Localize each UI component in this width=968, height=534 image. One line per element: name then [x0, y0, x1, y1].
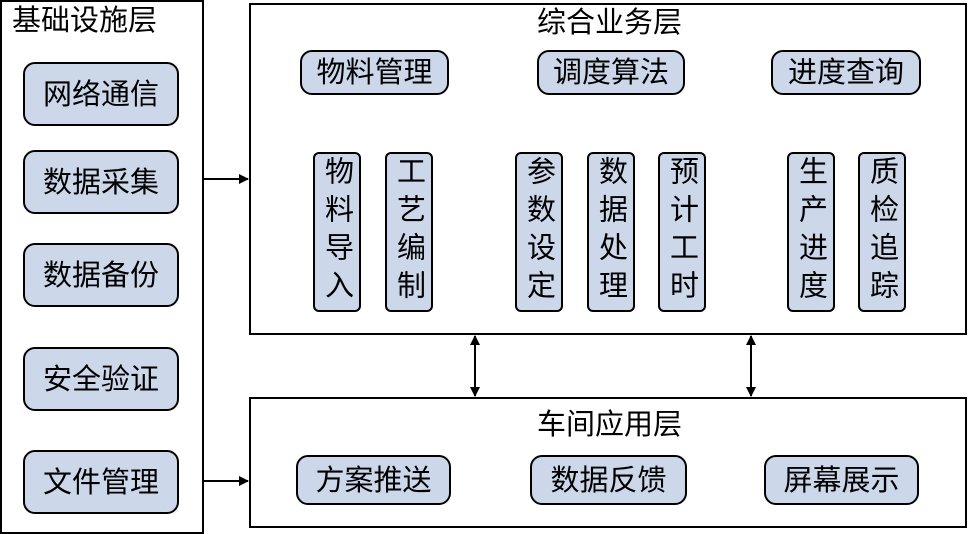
infra-item-data-collection: 数据采集 [23, 150, 179, 214]
sub-data-processing: 数据处理 [587, 152, 635, 312]
sub-production-progress: 生产进度 [787, 152, 835, 312]
workshop-item-screen-display: 屏幕展示 [764, 455, 919, 505]
business-group-progress: 进度查询 [771, 50, 921, 95]
workshop-title: 车间应用层 [537, 407, 683, 441]
infra-item-data-backup: 数据备份 [23, 243, 179, 307]
infra-item-file-management: 文件管理 [23, 450, 179, 514]
business-group-materials: 物料管理 [300, 50, 449, 95]
sub-data-processing-label: 数据处理 [594, 156, 629, 308]
workshop-item-data-feedback: 数据反馈 [530, 455, 687, 505]
sub-production-progress-label: 生产进度 [794, 156, 829, 308]
infra-item-network: 网络通信 [23, 62, 179, 126]
sub-parameter-setting-label: 参数设定 [522, 156, 557, 308]
sub-quality-tracking-label: 质检追踪 [865, 156, 900, 308]
business-group-scheduling: 调度算法 [537, 50, 685, 95]
sub-materials-import-label: 物料导入 [320, 156, 355, 308]
business-title: 综合业务层 [537, 5, 683, 39]
sub-estimated-hours: 预计工时 [658, 152, 706, 312]
sub-parameter-setting: 参数设定 [515, 152, 563, 312]
sub-process-planning: 工艺编制 [385, 152, 433, 312]
sub-materials-import: 物料导入 [313, 152, 361, 312]
sub-process-planning-label: 工艺编制 [392, 156, 427, 308]
workshop-item-plan-push: 方案推送 [296, 455, 451, 505]
sub-quality-tracking: 质检追踪 [858, 152, 906, 312]
sub-estimated-hours-label: 预计工时 [665, 156, 700, 308]
infra-title: 基础设施层 [12, 3, 158, 37]
infra-item-security: 安全验证 [23, 347, 179, 411]
